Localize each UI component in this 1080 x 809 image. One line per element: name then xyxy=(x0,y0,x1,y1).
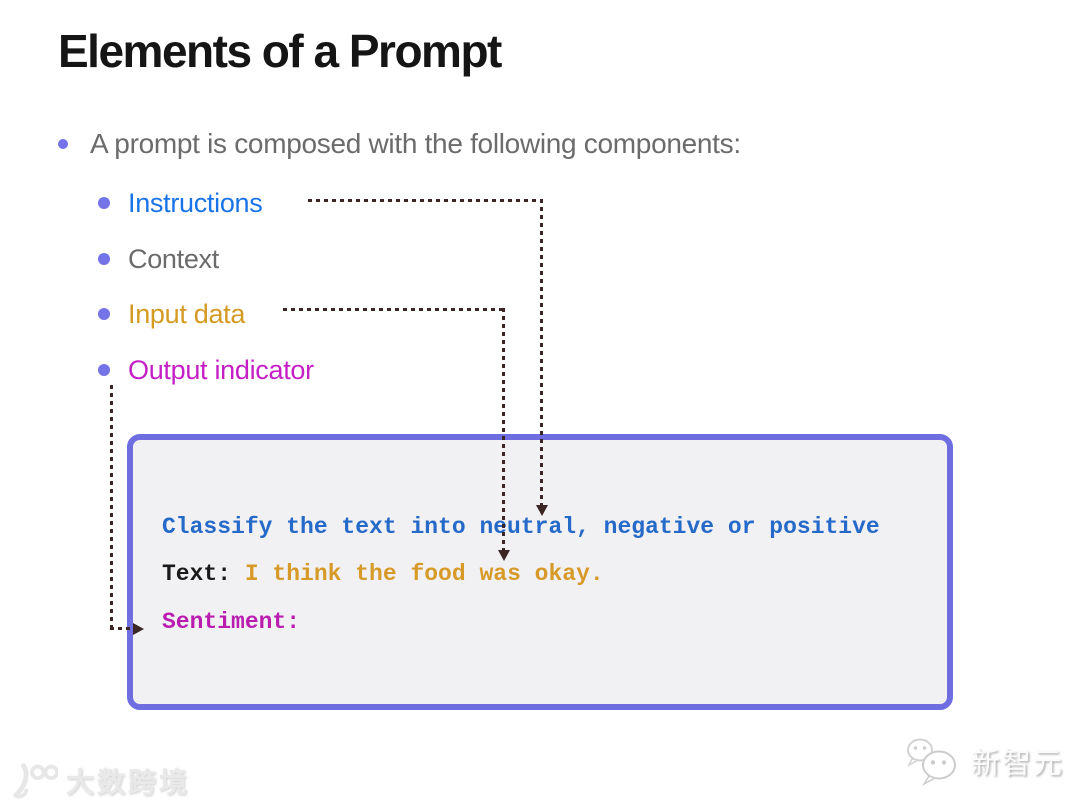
bullet-icon xyxy=(58,139,68,149)
connector-output-indicator-vertical xyxy=(110,385,113,630)
connector-instructions-horizontal xyxy=(308,199,543,202)
watermark-left-text: 大数跨境 xyxy=(66,767,191,798)
watermark-bottom-right: 新智元 xyxy=(903,736,1064,786)
page-title: Elements of a Prompt xyxy=(58,25,502,77)
bullet-icon xyxy=(98,197,110,209)
watermark-bottom-left: 大数跨境 xyxy=(8,760,190,802)
connector-input-data-horizontal xyxy=(283,308,505,311)
component-item-input-data: Input data xyxy=(98,297,245,331)
connector-output-indicator-horizontal xyxy=(110,627,135,630)
code-text-label: Text: xyxy=(162,561,245,587)
arrow-right-icon xyxy=(133,623,144,635)
watermark-right-text: 新智元 xyxy=(971,748,1065,780)
arrow-down-icon xyxy=(536,505,548,516)
component-item-output-indicator: Output indicator xyxy=(98,353,314,387)
component-item-instructions: Instructions xyxy=(98,186,263,220)
component-item-context: Context xyxy=(98,242,219,276)
code-text-input-value: I think the food was okay. xyxy=(244,561,604,587)
code-text-sentiment: Sentiment: xyxy=(162,609,301,635)
component-label-instructions: Instructions xyxy=(128,187,263,218)
component-label-output-indicator: Output indicator xyxy=(128,354,314,385)
bullet-icon xyxy=(98,308,110,320)
bullet-icon xyxy=(98,253,110,265)
connector-instructions-vertical xyxy=(540,199,543,506)
intro-bullet-row: A prompt is composed with the following … xyxy=(58,128,741,160)
wechat-bubbles-logo-icon xyxy=(907,738,956,786)
100-swoosh-logo-icon xyxy=(13,763,58,799)
connector-input-data-vertical xyxy=(502,308,505,551)
intro-text: A prompt is composed with the following … xyxy=(90,128,741,159)
code-line-input: Text: I think the food was okay. xyxy=(162,560,604,588)
component-label-context: Context xyxy=(128,243,219,274)
code-line-instructions: Classify the text into neutral, negative… xyxy=(162,513,880,541)
code-line-sentiment: Sentiment: xyxy=(162,608,300,636)
code-text-classify: Classify the text into neutral, negative… xyxy=(162,514,880,540)
arrow-down-icon xyxy=(498,550,510,561)
component-label-input-data: Input data xyxy=(128,298,246,329)
bullet-icon xyxy=(98,364,110,376)
